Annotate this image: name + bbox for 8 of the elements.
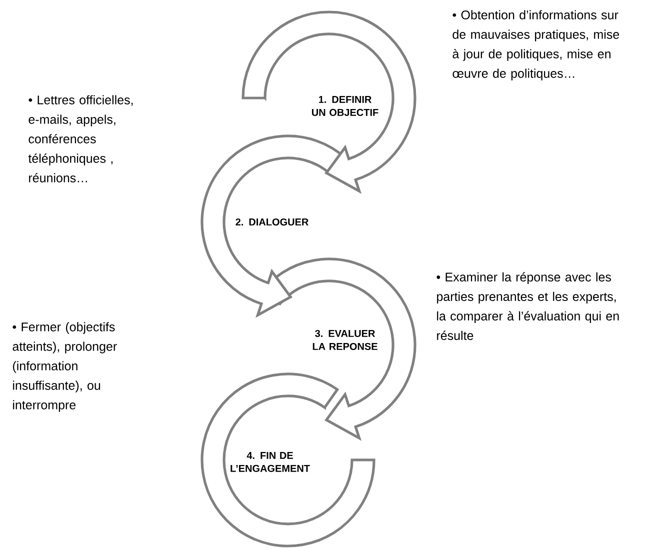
curved-band: 3. EVALUER LA REPONSE: [262, 258, 416, 440]
bullet-text: • Lettres officielles, e-mails, appels, conférences téléphoniques , réunions…: [28, 95, 133, 182]
curved-band: 4. FIN DE L’ENGAGEMENT: [200, 372, 376, 548]
curved-band: 2. DIALOGUER: [200, 134, 347, 316]
bullet-text: • Fermer (objectifs atteints), prolonger (information insuffisante), ou interrompre: [12, 322, 117, 412]
curved-band: 1. DEFINIR UN OBJECTIF: [242, 10, 416, 192]
bullet-text: • Examiner la réponse avec les parties prenantes et les experts, la comparer à l’évaluation qui en résulte: [436, 272, 619, 340]
bullet-text: • Obtention d’informations sur de mauvaises pratiques, mise à jour de politiques, mise en œuvre de politiques…: [452, 10, 620, 80]
